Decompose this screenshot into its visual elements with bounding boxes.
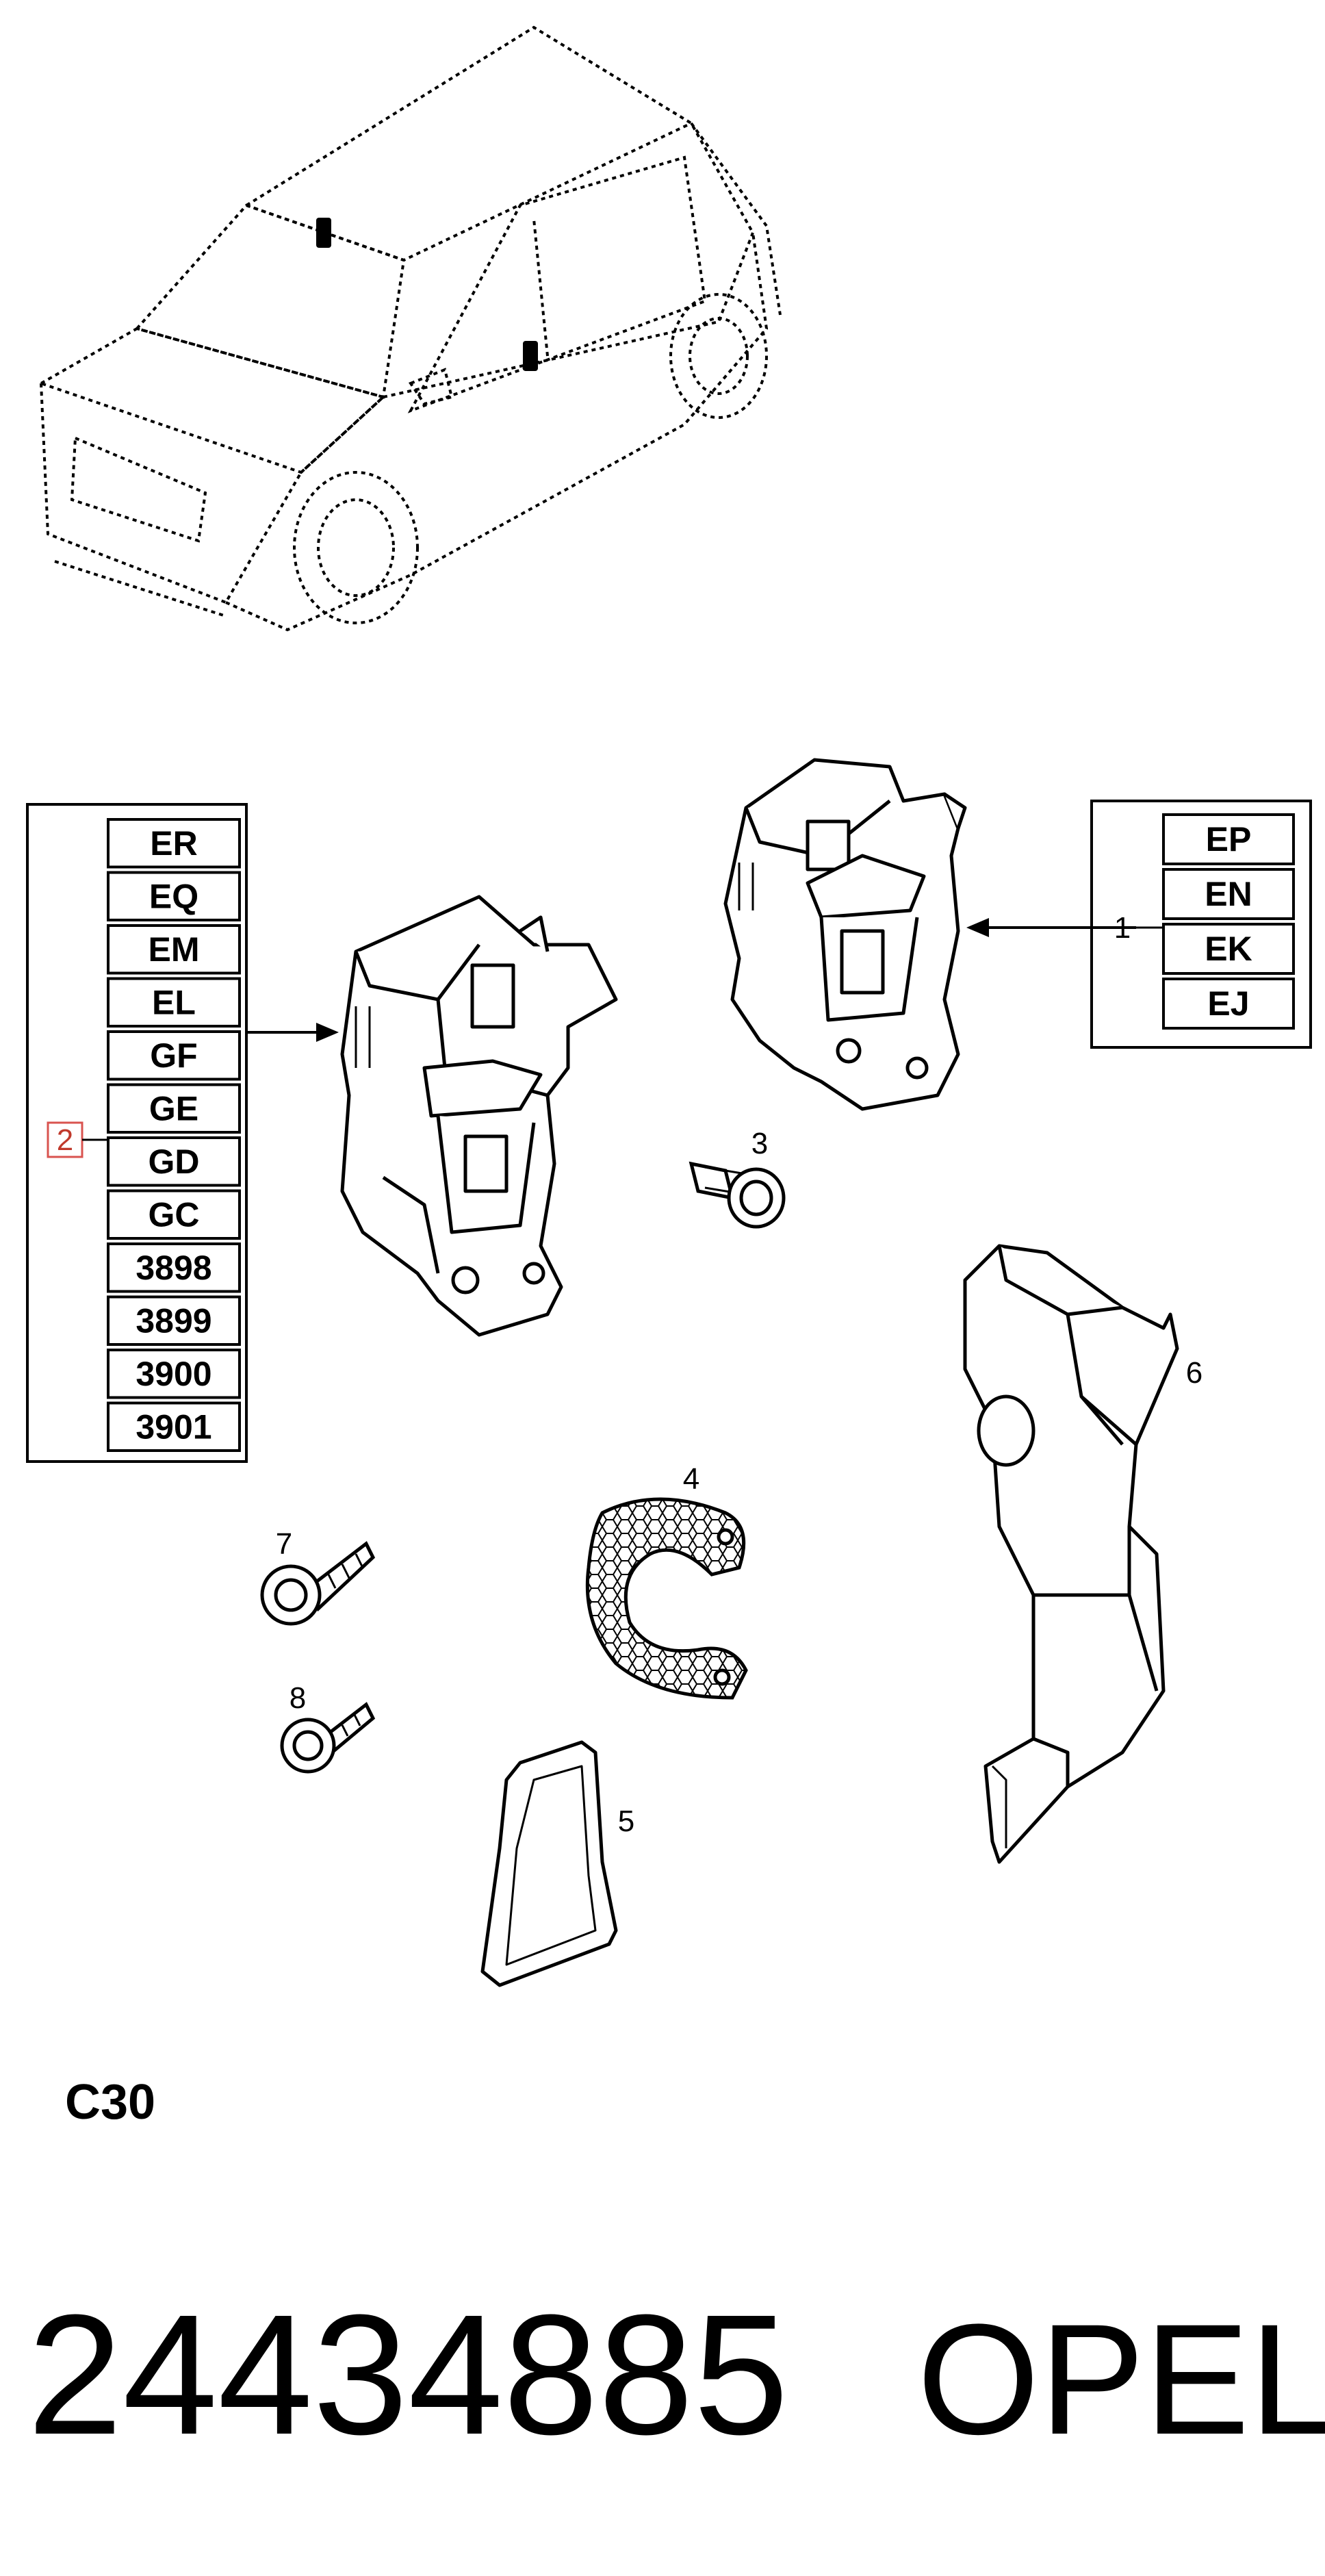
- gasket-4-icon: [585, 1497, 748, 1700]
- variant-left-cell-box: [107, 818, 241, 869]
- variant-right-cell-label[interactable]: EK: [1205, 930, 1252, 968]
- variant-left-cell-box: [107, 871, 241, 921]
- callout-1-group: 1: [966, 911, 1163, 945]
- variant-left-cell-label[interactable]: 3898: [136, 1249, 211, 1287]
- variant-left-cell-box: [107, 1401, 241, 1452]
- variant-left-cell-label[interactable]: EQ: [149, 877, 198, 915]
- variant-right-cell-box: [1162, 868, 1295, 920]
- variant-table-right: EP EN EK EJ: [1090, 800, 1312, 1049]
- callout-6[interactable]: 6: [1186, 1356, 1202, 1390]
- variant-left-cell-label[interactable]: GF: [150, 1036, 197, 1075]
- callout-2-group: 2: [47, 1121, 108, 1158]
- variant-cells-left: ER EQ EM EL GF GE GD GC 3898 3899 3900 3901: [107, 818, 241, 1452]
- variant-left-cell-box: [107, 1295, 241, 1346]
- bracket-6-icon: [963, 1244, 1179, 1864]
- callout-5[interactable]: 5: [618, 1805, 634, 1838]
- variant-left-cell-label[interactable]: EM: [149, 930, 200, 969]
- variant-left-cell-label[interactable]: EL: [152, 983, 196, 1021]
- variant-right-cell-box: [1162, 813, 1295, 865]
- screw-3-icon: [689, 1161, 786, 1229]
- part-number: 24434885: [27, 2279, 788, 2470]
- variant-left-cell-box: [107, 924, 241, 975]
- brand-name: OPEL: [917, 2291, 1325, 2467]
- callout-4[interactable]: 4: [683, 1462, 699, 1496]
- variant-right-cell-label[interactable]: EN: [1205, 875, 1252, 913]
- variant-left-cell-label[interactable]: ER: [150, 824, 197, 863]
- vehicle-lock-locations: [316, 218, 538, 371]
- variant-left-cell-box: [107, 1349, 241, 1399]
- variant-right-cell-box: [1162, 978, 1295, 1030]
- callout-8[interactable]: 8: [290, 1681, 306, 1715]
- callout-8-group: 8: [290, 1681, 306, 1715]
- screw-8-icon: [280, 1702, 376, 1774]
- cover-5-icon: [480, 1740, 618, 1987]
- variant-left-cell-label[interactable]: GE: [149, 1089, 198, 1127]
- variant-cells-right: EP EN EK EJ: [1162, 813, 1295, 1030]
- variant-left-cell-label[interactable]: GD: [149, 1143, 200, 1181]
- arrow-table-left-to-latch: [246, 1023, 339, 1042]
- variant-right-cell-box: [1162, 923, 1295, 975]
- variant-left-cell-box: [107, 977, 241, 1028]
- callout-3[interactable]: 3: [751, 1127, 768, 1160]
- variant-left-cell-box: [107, 1242, 241, 1293]
- callout-5-group: 5: [618, 1805, 634, 1838]
- variant-left-cell-label[interactable]: GC: [149, 1195, 200, 1234]
- variant-left-cell-label[interactable]: 3899: [136, 1301, 211, 1340]
- door-latch-left-icon: [340, 895, 618, 1337]
- screw-7-icon: [260, 1541, 376, 1626]
- callout-2[interactable]: 2: [57, 1123, 73, 1157]
- variant-table-left: ER EQ EM EL GF GE GD GC 3898 3899 3900 3901: [26, 803, 248, 1463]
- callout-4-group: 4: [683, 1462, 699, 1496]
- reference-code: C30: [65, 2075, 155, 2130]
- callout-3-group: 3: [751, 1127, 768, 1160]
- variant-left-cell-box: [107, 1189, 241, 1240]
- variant-right-cell-label[interactable]: EP: [1206, 820, 1252, 858]
- callout-6-group: 6: [1186, 1356, 1202, 1390]
- callout-7-group: 7: [276, 1527, 292, 1561]
- variant-right-cell-label[interactable]: EJ: [1207, 984, 1249, 1023]
- variant-left-cell-box: [107, 1136, 241, 1187]
- variant-left-cell-box: [107, 1030, 241, 1081]
- door-latch-right-icon: [723, 758, 967, 1111]
- variant-left-cell-label[interactable]: 3900: [136, 1355, 211, 1393]
- callout-7[interactable]: 7: [276, 1527, 292, 1561]
- vehicle-overview-icon: [38, 25, 782, 632]
- variant-left-cell-box: [107, 1083, 241, 1134]
- variant-left-cell-label[interactable]: 3901: [136, 1407, 211, 1446]
